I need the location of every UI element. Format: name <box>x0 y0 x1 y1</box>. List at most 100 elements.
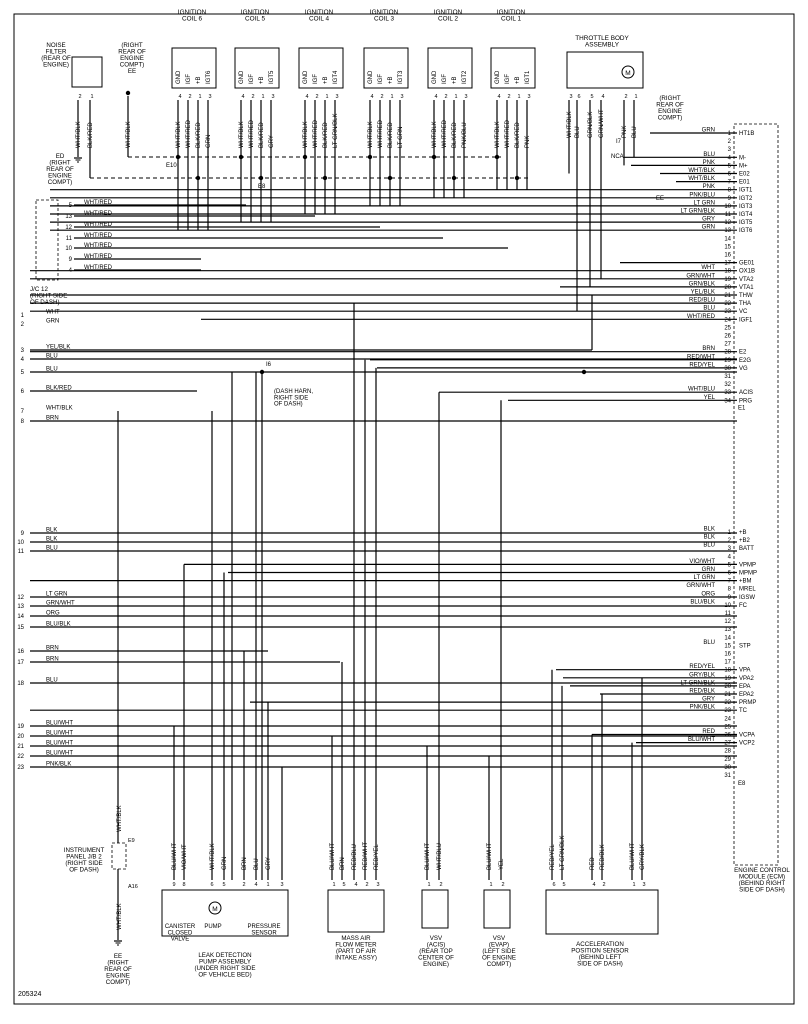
left-wire-color: GRN/WHT <box>46 601 75 607</box>
vsv-acis-pin: 1 <box>427 882 430 888</box>
accel-pin: 3 <box>642 882 645 888</box>
ecm-e8-pin-number: 21 <box>724 692 731 698</box>
noise-filter-pin: 1 <box>90 94 93 100</box>
left-connector-number: 22 <box>17 754 24 760</box>
left-wire-color: WHT/BLK <box>46 406 73 412</box>
ecm-e1-wire-color: WHT/BLK <box>688 176 715 182</box>
ecm-e8-signal: TC <box>739 708 748 714</box>
accel-wire: GRY/BLK <box>640 844 646 870</box>
coil-pin-number: 2 <box>251 94 254 100</box>
ecm-e8-wire-color: BLU <box>703 543 715 549</box>
vsv-evap-wire: BLU/WHT <box>487 843 493 870</box>
ecm-e1-wire-color: RED/WHT <box>687 354 715 360</box>
left-wire-color: BLK/RED <box>46 386 72 392</box>
coil-pin-name: IGF <box>186 74 192 84</box>
vsv-acis <box>421 889 449 929</box>
ecm-e1-pin-number: 26 <box>724 334 731 340</box>
coil-pin-number: 4 <box>305 94 308 100</box>
ecm-e8-pin-number: 12 <box>724 619 731 625</box>
ecm-e8-wire-color: BLU/BLK <box>690 599 715 605</box>
coil-pin-name: IGF <box>249 74 255 84</box>
ecm-e8-pin-number: 13 <box>724 627 731 633</box>
throttle-pin-number: 1 <box>634 94 637 100</box>
coil-pin-name: IGT6 <box>206 70 212 84</box>
jc12-pin: 13 <box>65 214 72 220</box>
coil-pin-number: 4 <box>497 94 500 100</box>
ecm-e8-wire-color: PNK/BLK <box>690 705 715 711</box>
ecm-e8-pin-number: 20 <box>724 684 731 690</box>
ipjb-conn-top: E9 <box>128 838 135 844</box>
coil-wire-color: GRY <box>269 135 275 148</box>
ecm-e8-signal: VPA <box>739 668 751 674</box>
coil-pin-name: +B <box>388 76 394 84</box>
ecm-e8-pin-number: 6 <box>728 571 732 577</box>
left-wire-color: YEL/BLK <box>46 345 70 351</box>
vsv-acis-pin: 2 <box>439 882 442 888</box>
ecm-e8-pin-number: 2 <box>728 538 732 544</box>
ecm-e1-signal: IGF1 <box>739 317 753 323</box>
wires-layer <box>30 90 737 940</box>
leak-pump-wire: WHT/BLK <box>210 843 216 870</box>
ecm-e1-pin-number: 33 <box>724 390 731 396</box>
coil-pin-name: +B <box>259 76 265 84</box>
ecm-e8-pin-number: 18 <box>724 668 731 674</box>
ecm-e8-signal: BATT <box>739 546 754 552</box>
left-connector-number: 23 <box>17 765 24 771</box>
coil-pin-name: IGT5 <box>269 70 275 84</box>
accel-pin: 6 <box>552 882 555 888</box>
ecm-e1-wire-color: WHT/BLU <box>688 387 715 393</box>
left-connector-number: 5 <box>21 370 25 376</box>
left-connector-number: 9 <box>21 531 25 537</box>
left-connector-number: 15 <box>17 625 24 631</box>
coil-pin-name: IGF <box>378 74 384 84</box>
ecm-e1-signal: E2G <box>739 358 751 364</box>
splice-dot <box>367 154 373 160</box>
ecm-e1-wire-color: WHT <box>701 265 715 271</box>
ecm-e8-pin-number: 31 <box>724 773 731 779</box>
ecm-e1-wire-color: PNK <box>703 184 715 190</box>
leak-pump-pin: 4 <box>254 882 257 888</box>
leak-pump-wire: GRN <box>222 857 228 870</box>
ecm-e8-signal: MREL <box>739 587 756 593</box>
ecm-e1-wire-color: PNK/BLU <box>689 192 715 198</box>
coil-wire-color: BLK/RED <box>259 122 265 148</box>
ecm-e8-signal: EPA <box>739 684 751 690</box>
splice-i7-label: I7 <box>616 139 622 145</box>
ecm-e1-pin-number: 23 <box>724 309 731 315</box>
ecm-e1-signal: IGT4 <box>739 212 753 218</box>
left-wire-color: LT GRN <box>46 592 67 598</box>
ecm-e1-signal: E02 <box>739 172 750 178</box>
coil-pin-number: 3 <box>208 94 211 100</box>
ecm-e1-wire-color: GRY <box>702 217 715 223</box>
throttle-pin-number: 5 <box>590 94 593 100</box>
left-connector-number: 3 <box>21 348 25 354</box>
ecm-e8-wire-color: RED <box>702 729 715 735</box>
coil-wire-color: GRN <box>206 135 212 148</box>
ecm-e8-pin-number: 30 <box>724 765 731 771</box>
coil-wire-color: WHT/BLK <box>176 121 182 148</box>
left-wire-color: GRN <box>46 319 59 325</box>
ecm-e8-pin-number: 17 <box>724 660 731 666</box>
left-wire-color: PNK/BLK <box>46 762 71 768</box>
splice-dot <box>431 154 437 160</box>
ignition-coil-3 <box>363 47 409 89</box>
left-wire-color: BLU/WHT <box>46 741 73 747</box>
ecm-e8-wire-color: RED/YEL <box>689 664 715 670</box>
accel-pin: 5 <box>562 882 565 888</box>
coil-wire-color: WHT/RED <box>442 119 448 148</box>
ecm-e1-signal: GE01 <box>739 261 755 267</box>
coil-pin-number: 3 <box>464 94 467 100</box>
ecm-e1-pin-number: 25 <box>724 325 731 331</box>
ecm-e8-signal: +BM <box>739 579 752 585</box>
coil-wire-color: BLK/RED <box>388 122 394 148</box>
ecm-e8-signal: VPMP <box>739 562 756 568</box>
splice-dot <box>175 154 181 160</box>
ecm-e1-pin-number: 7 <box>728 180 732 186</box>
ecm-e1-pin-number: 19 <box>724 277 731 283</box>
maf-pin: 1 <box>332 882 335 888</box>
ground-point <box>125 90 131 96</box>
